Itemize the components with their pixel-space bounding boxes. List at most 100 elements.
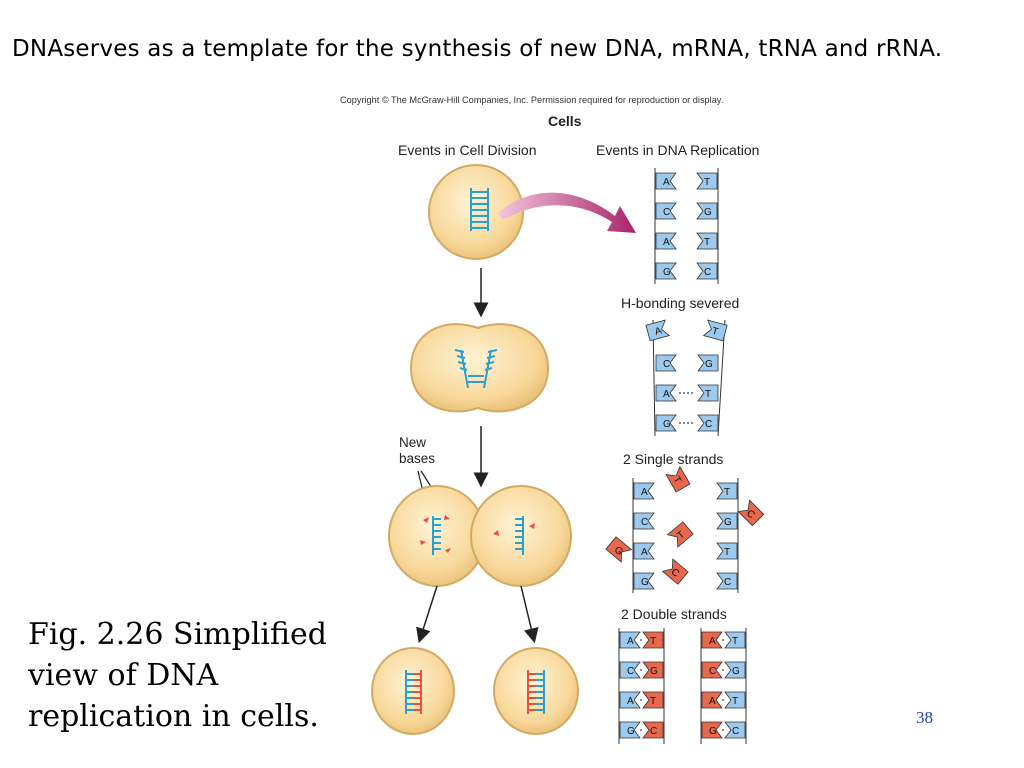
base-C: C (655, 202, 677, 220)
base-T: T (665, 465, 691, 493)
base-letter: A (663, 177, 670, 188)
base-T: T (697, 384, 719, 402)
page-number: 38 (916, 708, 933, 727)
down-arrow (520, 585, 539, 644)
base-letter: G (663, 267, 671, 278)
dna-replication-figure: Copyright © The McGraw-Hill Companies, I… (333, 88, 820, 750)
base-letter: T (705, 389, 711, 400)
base-A: A (633, 482, 655, 500)
base-A: A (701, 691, 723, 709)
base-letter: A (627, 696, 634, 707)
base-T: T (716, 542, 738, 560)
base-T: T (724, 631, 746, 649)
base-A: A (619, 691, 641, 709)
base-A: A (701, 631, 723, 649)
base-G: G (619, 721, 641, 739)
copyright-text: Copyright © The McGraw-Hill Companies, I… (340, 95, 723, 105)
base-letter: T (732, 696, 738, 707)
left-column-title: Events in Cell Division (398, 142, 537, 158)
zoom-arrow (498, 192, 636, 233)
base-T: T (716, 482, 738, 500)
base-C: C (696, 262, 718, 280)
base-G: G (716, 512, 738, 530)
base-T: T (666, 521, 694, 548)
base-letter: C (663, 207, 670, 218)
base-letter: T (704, 237, 710, 248)
base-G: G (642, 661, 664, 679)
base-G: G (605, 536, 633, 563)
slide-heading: DNAserves as a template for the synthesi… (12, 36, 943, 62)
cell-2 (409, 323, 550, 413)
base-letter: G (650, 666, 658, 677)
base-letter: G (663, 419, 671, 430)
base-letter: T (732, 636, 738, 647)
base-C: C (655, 354, 677, 372)
base-letter: G (724, 517, 732, 528)
base-T: T (696, 172, 718, 190)
base-letter: C (732, 726, 739, 737)
base-A: A (655, 172, 677, 190)
caption-line: view of DNA (28, 658, 219, 693)
base-letter: G (627, 726, 635, 737)
caption-line: Fig. 2.26 Simplified (28, 617, 327, 652)
base-G: G (655, 262, 677, 280)
base-letter: A (641, 487, 648, 498)
figure-title: Cells (548, 113, 582, 129)
cell-1 (428, 164, 524, 260)
base-G: G (724, 661, 746, 679)
base-G: G (655, 414, 677, 432)
base-letter: G (709, 726, 717, 737)
base-letter: T (724, 487, 730, 498)
base-letter: T (670, 475, 683, 486)
base-A: A (655, 384, 677, 402)
base-C: C (697, 414, 719, 432)
base-letter: A (709, 696, 716, 707)
base-C: C (737, 499, 765, 527)
base-letter: T (650, 696, 656, 707)
base-A: A (645, 319, 671, 342)
new-bases-label: bases (399, 451, 435, 466)
base-C: C (633, 512, 655, 530)
base-C: C (701, 661, 723, 679)
base-letter: C (663, 359, 670, 370)
caption-line: replication in cells. (28, 699, 319, 734)
stage-label-double-strands: 2 Double strands (621, 606, 727, 622)
base-A: A (619, 631, 641, 649)
base-A: A (633, 542, 655, 560)
intact-helix: A T C G A T G C (654, 168, 719, 284)
base-T: T (642, 691, 664, 709)
base-T: T (642, 631, 664, 649)
base-letter: G (704, 207, 712, 218)
base-T: T (724, 691, 746, 709)
base-letter: T (711, 326, 720, 338)
h-bond-severed: A T C G A T G C (645, 319, 728, 437)
base-letter: C (705, 419, 712, 430)
base-letter: T (724, 547, 730, 558)
base-letter: C (724, 577, 731, 588)
base-letter: C (709, 666, 716, 677)
base-letter: A (663, 237, 670, 248)
base-letter: C (627, 666, 634, 677)
right-column-title: Events in DNA Replication (596, 142, 759, 158)
base-letter: T (650, 636, 656, 647)
base-letter: G (705, 359, 713, 370)
base-letter: A (627, 636, 634, 647)
base-C: C (716, 572, 738, 590)
down-arrow (416, 585, 438, 644)
base-G: G (633, 572, 655, 590)
stage-label-single-strands: 2 Single strands (623, 451, 723, 467)
base-letter: C (650, 726, 657, 737)
dna-ladder (470, 188, 489, 231)
base-letter: T (675, 529, 687, 541)
base-G: G (697, 354, 719, 372)
base-G: G (701, 721, 723, 739)
base-letter: A (654, 326, 664, 338)
base-G: G (696, 202, 718, 220)
cell-4b (493, 647, 579, 735)
base-letter: C (704, 267, 711, 278)
base-C: C (642, 721, 664, 739)
new-bases-label: New (399, 435, 426, 450)
stage-label-h-bonding: H-bonding severed (621, 295, 739, 311)
